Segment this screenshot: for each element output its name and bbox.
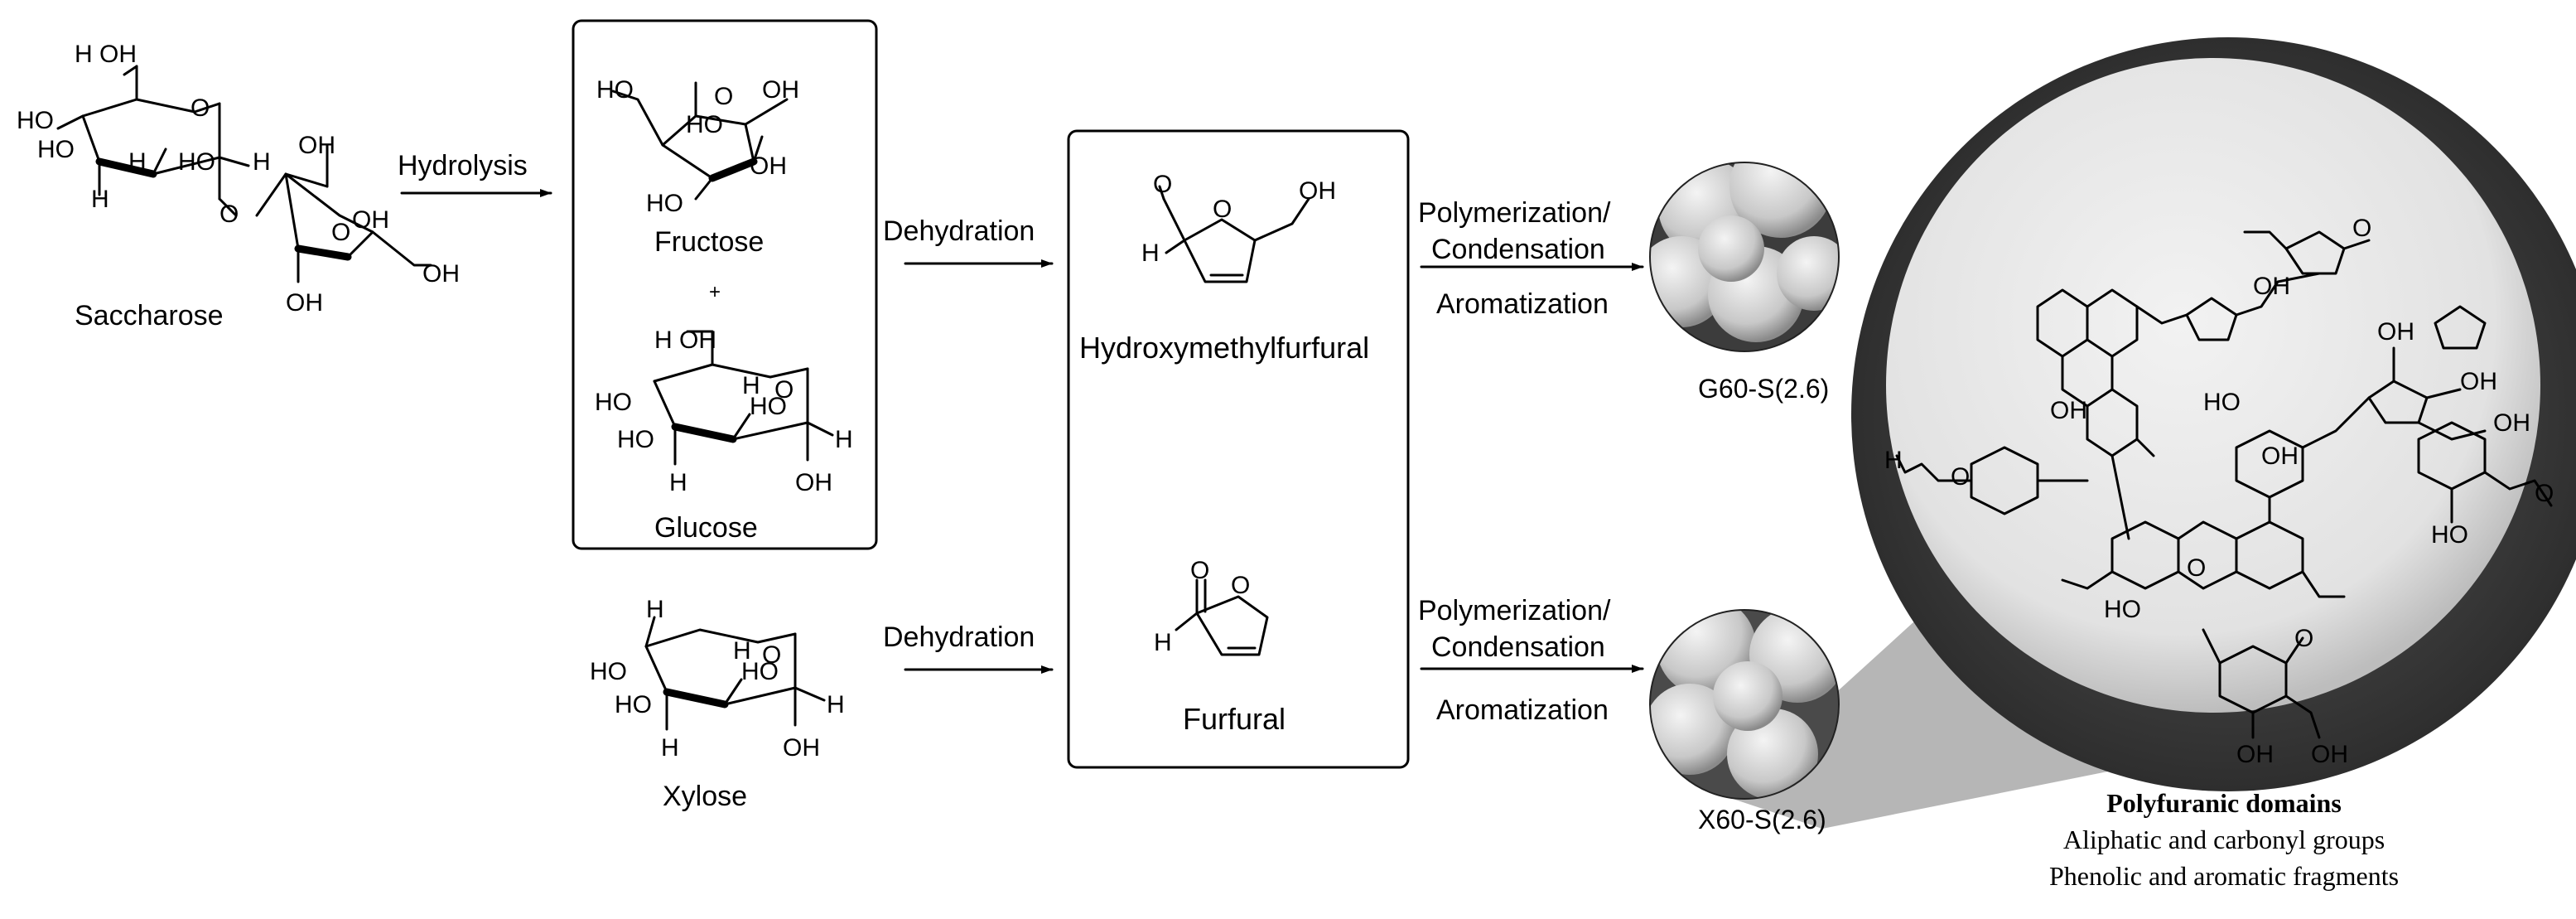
furan-box (1067, 129, 1410, 769)
plus-sign: + (709, 281, 721, 303)
atom-oh: OH (2311, 741, 2348, 768)
atom-ho: HO (37, 136, 75, 163)
atom-ho: HO (617, 426, 654, 453)
atom-oh: OH (750, 152, 787, 180)
atom-h: H (253, 148, 271, 176)
atom-oh: OH (2460, 368, 2497, 395)
atom-oh: OH (2253, 273, 2290, 300)
atom-h: H (733, 637, 751, 665)
atom-ho: HO (178, 148, 215, 176)
x60-label: X60-S(2.6) (1698, 805, 1826, 834)
atom-oh: OH (352, 206, 389, 234)
atom-ho: HO (686, 111, 723, 138)
saccharose-structure (56, 65, 432, 283)
atom-o: O (2187, 554, 2206, 582)
fructose-label: Fructose (654, 226, 764, 258)
atom-h: H (1154, 629, 1172, 656)
atom-ho: HO (596, 76, 634, 104)
atom-o: O (1231, 572, 1250, 599)
hexose-box (572, 19, 878, 550)
atom-h: H (835, 426, 853, 453)
atom-h: H (75, 41, 93, 68)
atom-oh: OH (2377, 318, 2414, 346)
polymerization-label-top: Polymerization/ (1418, 197, 1611, 229)
atom-oh: OH (795, 469, 832, 496)
atom-o: O (2294, 625, 2313, 652)
atom-oh: OH (2261, 443, 2299, 470)
atom-oh: OH (99, 41, 137, 68)
atom-oh: OH (298, 132, 335, 159)
atom-ho: HO (17, 107, 54, 134)
atom-ho: HO (750, 393, 787, 420)
polyfuranic-structure (1895, 230, 2553, 739)
aromatization-label-bottom: Aromatization (1436, 694, 1609, 726)
dehydration-label-bottom: Dehydration (883, 622, 1035, 653)
atom-oh: OH (762, 76, 799, 104)
atom-o: O (774, 376, 794, 404)
atom-oh: OH (2236, 741, 2274, 768)
atom-o: O (2352, 215, 2371, 242)
atom-oh: OH (422, 260, 460, 288)
hydrolysis-label: Hydrolysis (398, 150, 528, 181)
fructose-structure (611, 81, 789, 201)
atom-o: O (331, 219, 350, 246)
atom-o: O (1213, 196, 1232, 223)
atom-h: H (646, 596, 664, 623)
xylose-label: Xylose (663, 781, 747, 812)
atom-h: H (1884, 447, 1903, 474)
atom-o: O (1153, 171, 1172, 198)
atom-oh: OH (783, 734, 820, 762)
dehydration-label-top: Dehydration (883, 215, 1035, 247)
condensation-label-top: Condensation (1431, 234, 1605, 265)
atom-o: O (762, 641, 781, 669)
condensation-label-bottom: Condensation (1431, 631, 1605, 663)
atom-ho: HO (615, 691, 652, 718)
xylose-structure (644, 616, 826, 731)
atom-ho: HO (590, 658, 627, 685)
caption-title: Polyfuranic domains (2106, 788, 2342, 818)
atom-h: H (669, 469, 687, 496)
atom-h: H (827, 691, 845, 718)
atom-ho: HO (595, 389, 632, 416)
atom-o: O (1190, 557, 1209, 584)
furfural-structure (1175, 578, 1269, 656)
sem-image-g60 (1650, 162, 1839, 351)
atom-o: O (191, 94, 210, 122)
atom-o: O (1951, 463, 1970, 491)
g60-label: G60-S(2.6) (1698, 374, 1829, 404)
polymerization-label-bottom: Polymerization/ (1418, 595, 1611, 626)
atom-ho: HO (2104, 596, 2141, 623)
atom-h: H (661, 734, 679, 762)
atom-oh: OH (1299, 177, 1336, 205)
atom-ho: HO (2203, 389, 2241, 416)
atom-ho: HO (741, 658, 779, 685)
atom-h: H (1141, 239, 1160, 267)
hmf-structure (1158, 185, 1310, 283)
atom-oh: OH (286, 289, 323, 317)
saccharose-label: Saccharose (75, 300, 224, 331)
atom-h: H (654, 326, 673, 354)
atom-h: H (128, 148, 147, 176)
atom-ho: HO (646, 190, 683, 217)
atom-oh: OH (679, 326, 716, 354)
atom-oh: OH (2493, 409, 2530, 437)
hmf-label: Hydroxymethylfurfural (1079, 331, 1369, 365)
glucose-label: Glucose (654, 512, 758, 544)
furfural-label: Furfural (1183, 702, 1286, 736)
atom-h: H (742, 372, 760, 399)
caption-line-2: Phenolic and aromatic fragments (2049, 861, 2399, 891)
atom-ho: HO (2431, 521, 2468, 549)
atom-o: O (714, 83, 733, 110)
atom-o: O (2535, 480, 2554, 507)
glucose-structure (653, 330, 834, 466)
atom-o: O (219, 201, 239, 228)
atom-h: H (91, 186, 109, 213)
magnified-sphere-surface (1886, 58, 2540, 713)
caption-line-1: Aliphatic and carbonyl groups (2063, 825, 2385, 854)
aromatization-label-top: Aromatization (1436, 288, 1609, 320)
atom-oh: OH (2050, 397, 2087, 424)
